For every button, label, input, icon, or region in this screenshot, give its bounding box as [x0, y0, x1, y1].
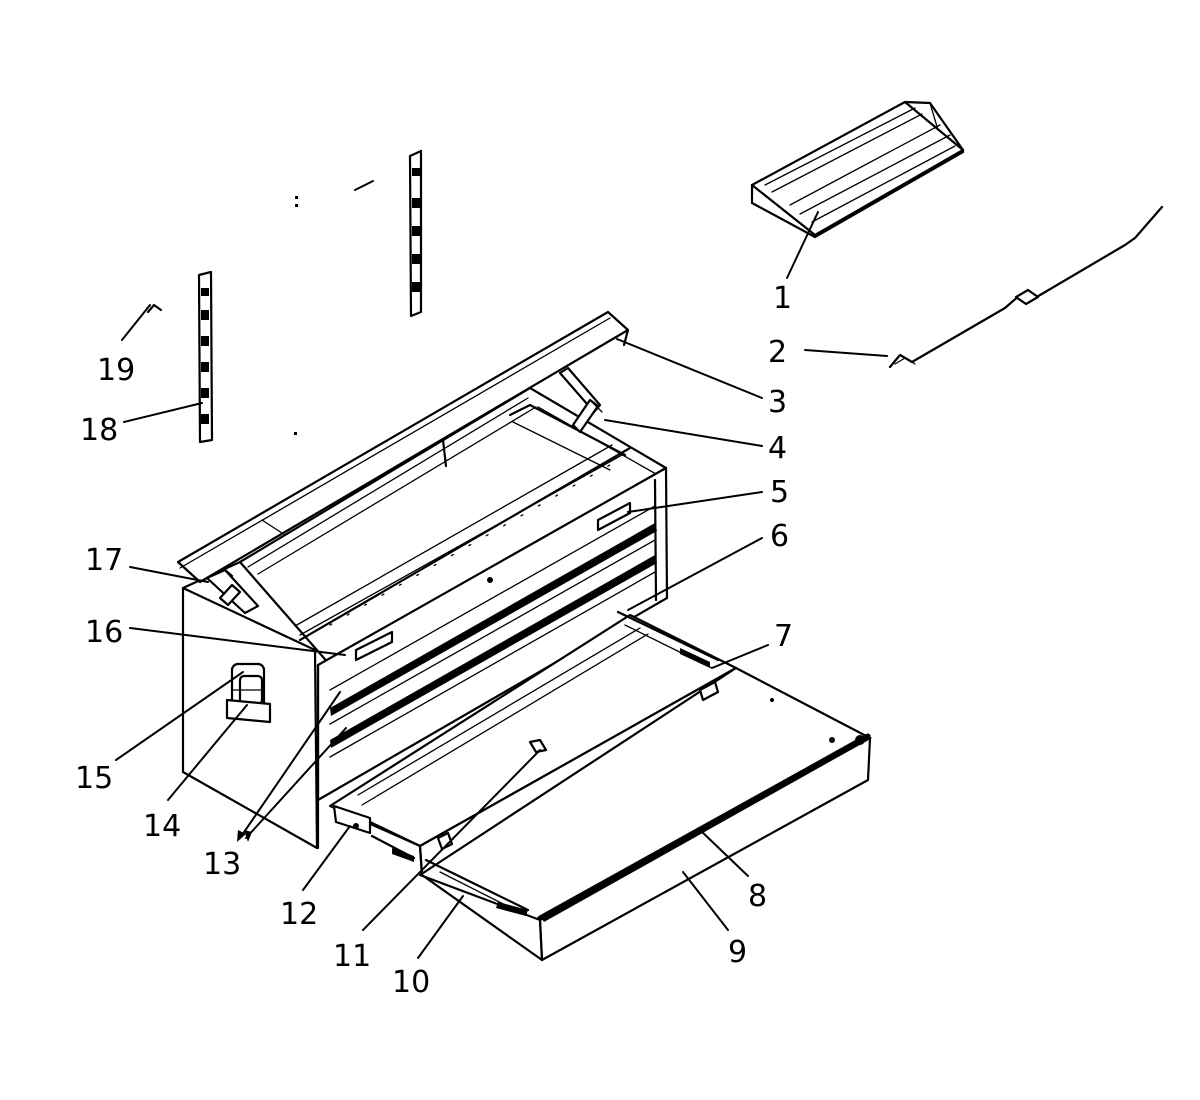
callout-13: 13	[203, 847, 241, 882]
callout-18: 18	[80, 413, 118, 448]
callout-12: 12	[280, 897, 318, 932]
callout-8: 8	[748, 879, 767, 914]
callout-3: 3	[768, 385, 787, 420]
chest-body	[176, 310, 669, 850]
callout-10: 10	[392, 965, 430, 1000]
callout-7: 7	[774, 619, 793, 654]
trim-strip-right	[408, 149, 423, 318]
callout-11: 11	[333, 939, 371, 974]
lock-rod	[888, 205, 1164, 369]
leader-lines	[115, 211, 888, 959]
callout-4: 4	[768, 431, 787, 466]
callout-15: 15	[75, 761, 113, 796]
callout-1: 1	[773, 281, 792, 316]
callout-9: 9	[728, 935, 747, 970]
callout-14: 14	[143, 809, 181, 844]
callout-19: 19	[97, 353, 135, 388]
callout-16: 16	[85, 615, 123, 650]
tool-tray	[750, 100, 965, 239]
callout-labels: 1 2 3 4 5 6 7 8 9 10 11 12 13 14 15 16 1…	[75, 281, 793, 1000]
open-drawer	[328, 610, 872, 962]
callout-5: 5	[770, 475, 789, 510]
callout-2: 2	[768, 335, 787, 370]
screw-part-19	[146, 303, 163, 314]
trim-strip-left	[197, 270, 214, 444]
fastener-marks	[294, 196, 298, 435]
callout-17: 17	[85, 543, 123, 578]
callout-6: 6	[770, 519, 789, 554]
small-pin	[354, 180, 374, 191]
